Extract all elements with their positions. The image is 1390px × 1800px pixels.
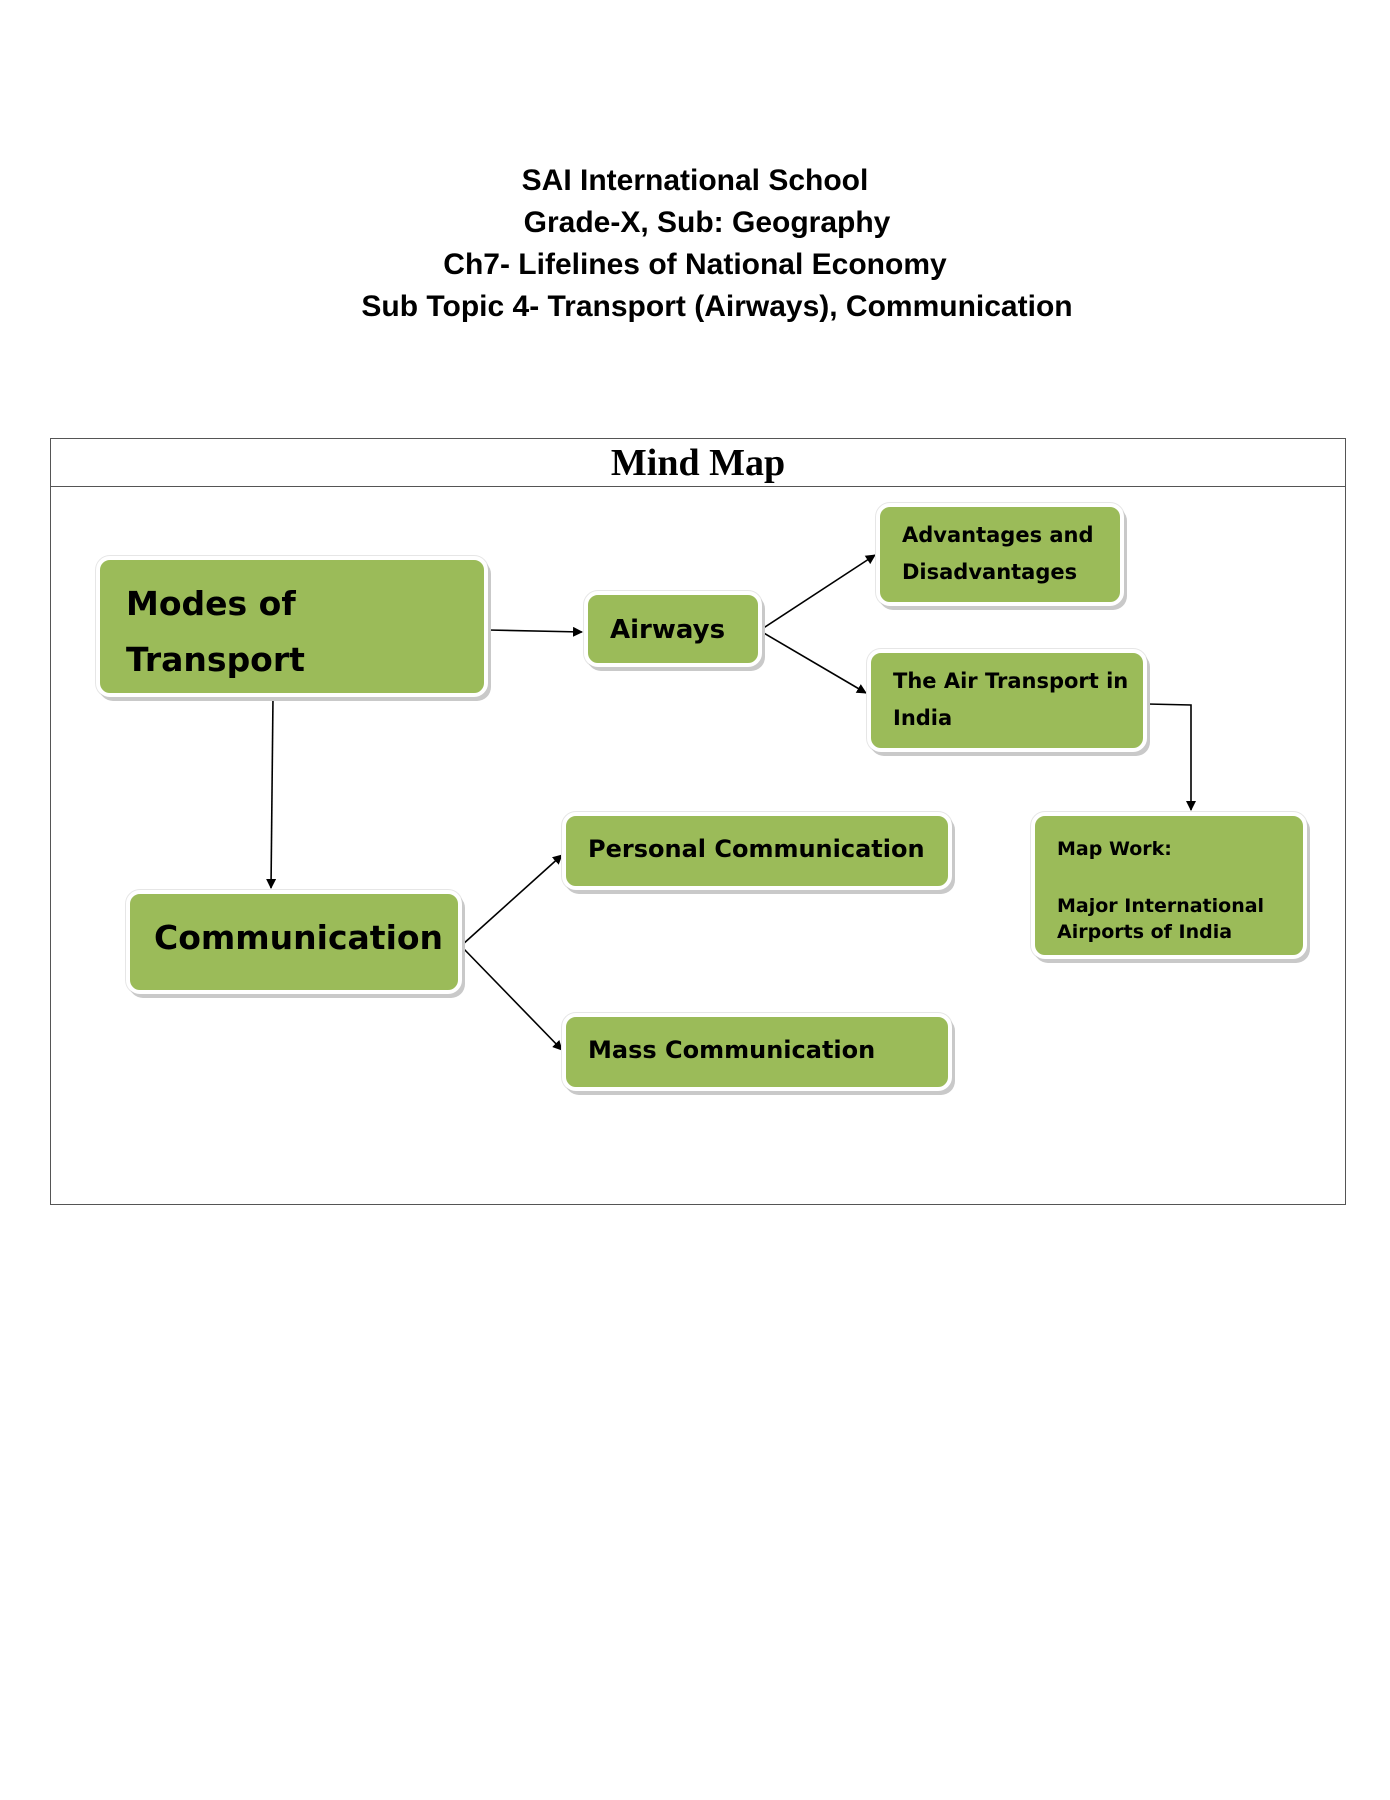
node-communication: Communication	[126, 890, 462, 994]
node-modes-line2: (Contd.)	[126, 688, 484, 693]
node-airways: Airways	[584, 591, 762, 667]
chapter-title: Ch7- Lifelines of National Economy	[443, 248, 947, 281]
node-map-work: Map Work: Major International Airports o…	[1031, 812, 1307, 959]
node-mass-label: Mass Communication	[588, 1036, 876, 1064]
node-airways-label: Airways	[610, 615, 726, 645]
mind-map-title: Mind Map	[50, 438, 1346, 487]
sub-topic: Sub Topic 4- Transport (Airways), Commun…	[361, 290, 1073, 323]
node-mass-communication: Mass Communication	[562, 1013, 952, 1091]
node-map-work-line1: Map Work:	[1057, 838, 1172, 860]
node-advantages-line1: Advantages and	[902, 523, 1094, 547]
node-map-work-line2: Major International	[1057, 895, 1265, 917]
node-personal-communication: Personal Communication	[562, 812, 952, 890]
node-air-transport-line2: India	[893, 706, 953, 730]
node-air-transport-india: The Air Transport in India	[867, 649, 1147, 752]
node-map-work-line3: Airports of India	[1057, 921, 1233, 943]
school-name: SAI International School	[521, 164, 869, 197]
node-air-transport-line1: The Air Transport in	[893, 669, 1129, 693]
node-modes-of-transport: Modes of Transport (Contd.)	[96, 556, 488, 697]
node-personal-label: Personal Communication	[588, 835, 925, 863]
node-communication-label: Communication	[154, 918, 444, 957]
grade-subject: Grade-X, Sub: Geography	[523, 206, 891, 239]
mind-map-frame	[50, 438, 1346, 1205]
node-advantages-disadvantages: Advantages and Disadvantages	[876, 503, 1124, 606]
node-modes-line1: Modes of Transport	[126, 584, 305, 679]
node-advantages-line2: Disadvantages	[902, 560, 1078, 584]
